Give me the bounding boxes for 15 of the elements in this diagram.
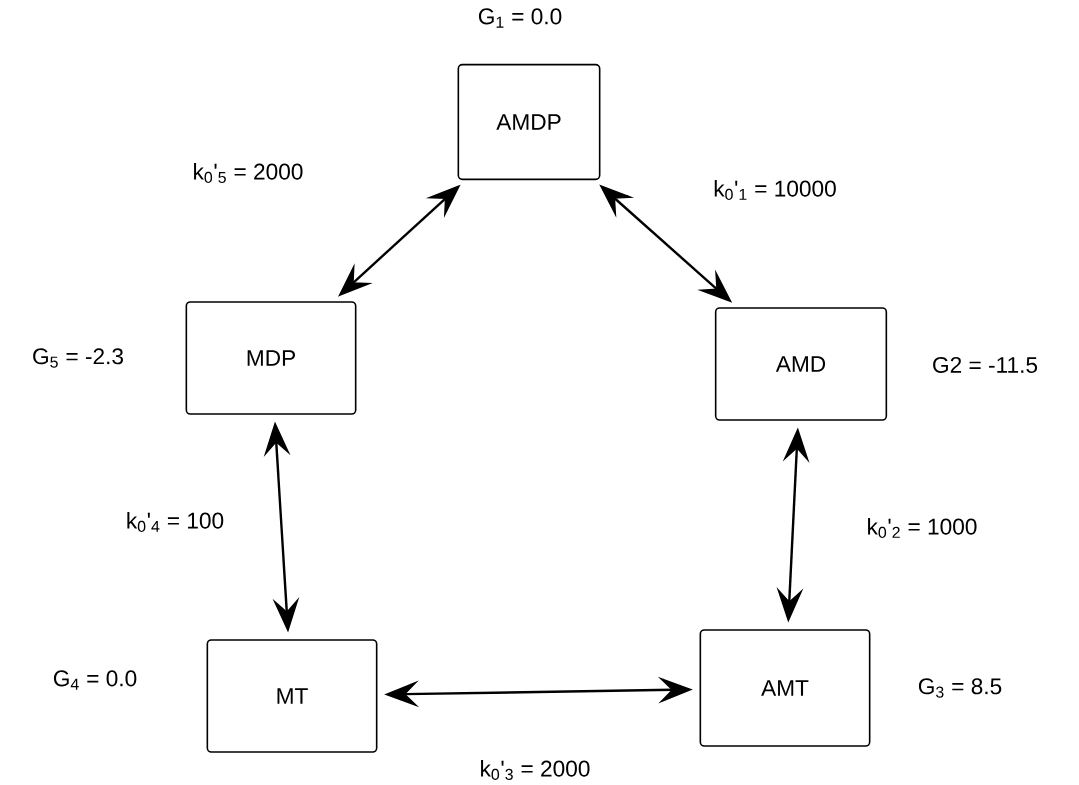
state-box: AMDP: [457, 63, 601, 181]
rate-label: k$_{0}$'$_{4}$ = 100: [124, 510, 226, 534]
state-box: MT: [206, 639, 378, 753]
rate-label: k$_{0}$'$_{3}$ = 2000: [478, 758, 592, 782]
energy-label: G2 = -11.5: [933, 356, 1038, 374]
state-box: AMT: [699, 629, 871, 747]
rate-label: k$_{0}$'$_{2}$ = 1000: [865, 516, 979, 540]
energy-label: G$_{5}$ = -2.3: [33, 348, 123, 368]
state-box: MDP: [185, 301, 357, 415]
rate-label: k$_{0}$'$_{1}$ = 10000: [711, 178, 839, 202]
energy-label: G$_{3}$ = 8.5: [918, 678, 1002, 698]
state-box: AMD: [714, 307, 888, 421]
energy-label: G$_{1}$ = 0.0: [478, 8, 562, 28]
rate-label: k$_{0}$'$_{5}$ = 2000: [191, 161, 305, 185]
energy-label: G$_{4}$ = 0.0: [53, 670, 137, 690]
